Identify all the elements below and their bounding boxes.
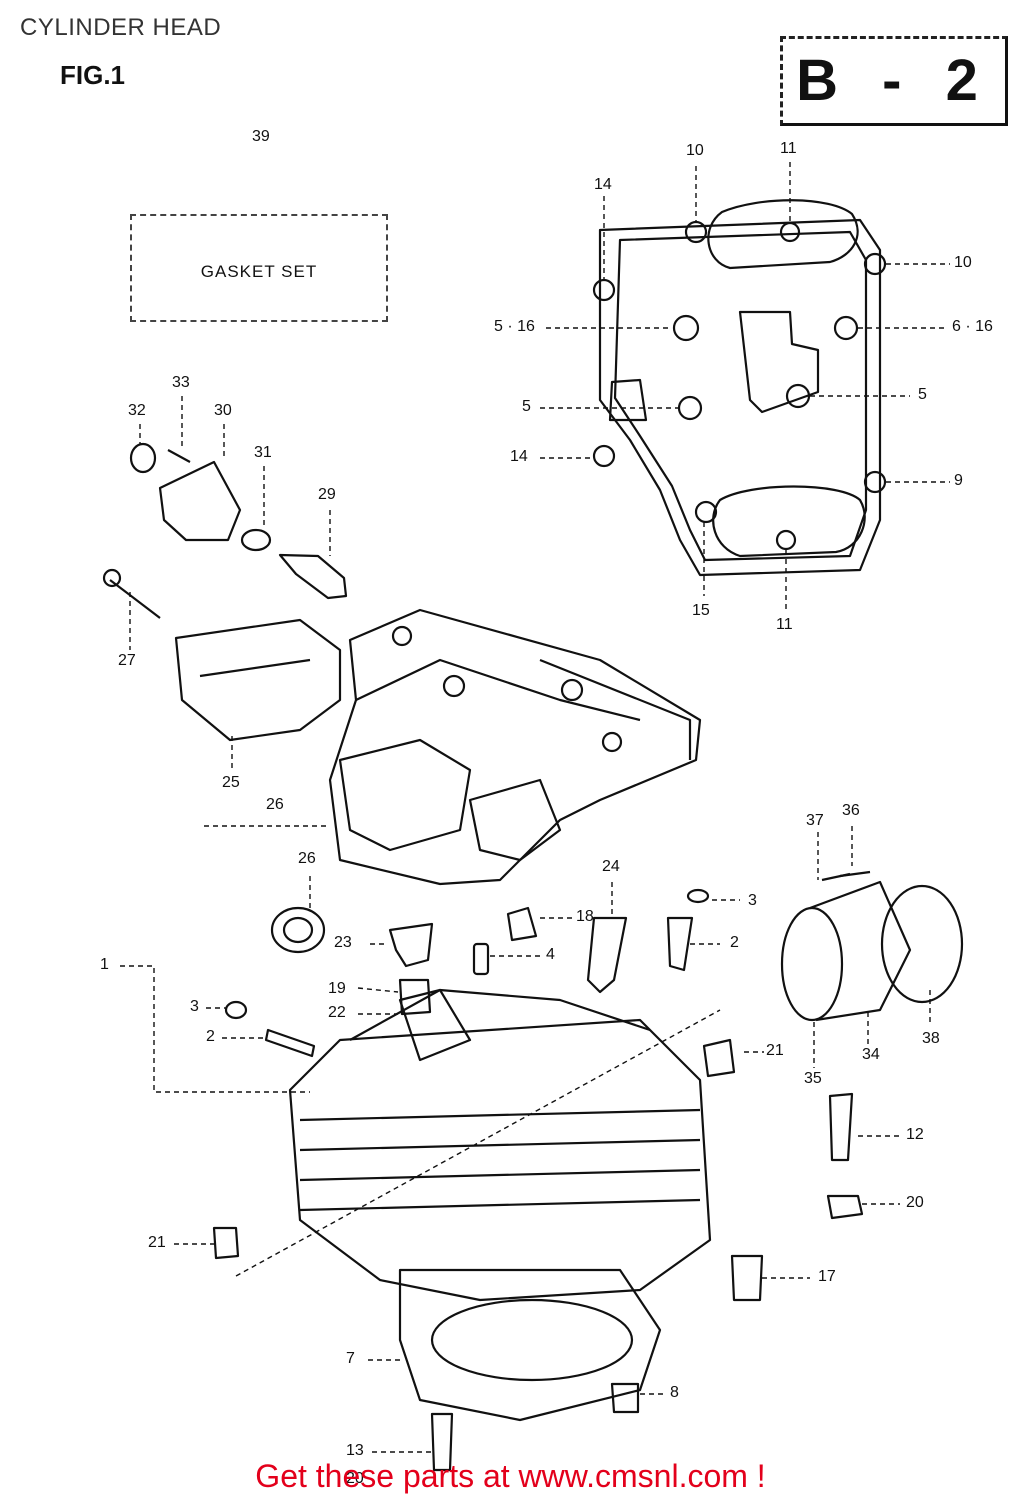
gasket-kit-number: 39 [252,128,270,145]
callout-2: 2 [730,934,739,951]
callout-26: 26 [298,850,316,867]
callout-3: 3 [748,892,757,909]
callout-32: 32 [128,402,146,419]
callout-17: 17 [818,1268,836,1285]
callout-33: 33 [172,374,190,391]
callout-19: 19 [328,980,346,997]
callout-23: 23 [334,934,352,951]
callout-3: 3 [190,998,199,1015]
callout-22: 22 [328,1004,346,1021]
section-code: B - 2 [796,48,992,113]
callout-7: 7 [346,1350,355,1367]
shop-watermark-link[interactable]: Get these parts at www.cmsnl.com ! [255,1458,766,1494]
intake-pipe[interactable] [780,870,964,1022]
callout-2: 2 [206,1028,215,1045]
cylinder-head[interactable] [328,608,702,886]
leader-lines [120,162,950,1453]
callout-15: 15 [692,602,710,619]
callout-26: 26 [266,796,284,813]
callout-37: 37 [806,812,824,829]
callout-11: 11 [780,140,797,157]
studs-and-nuts[interactable] [212,978,864,1472]
callout-20: 20 [346,1470,364,1487]
callout-13: 13 [346,1442,364,1459]
callout-36: 36 [842,802,860,819]
callout-34: 34 [862,1046,880,1063]
page-title: CYLINDER HEAD [20,14,222,41]
gasket-kit-box[interactable]: GASKET SET [130,214,388,322]
callout-11: 11 [776,616,793,633]
callout-5-16: 5 · 16 [494,318,535,335]
callout-27: 27 [118,652,136,669]
small-seals-and-caps[interactable] [270,888,710,994]
callout-4: 4 [546,946,555,963]
callout-1: 1 [100,956,109,973]
head-gasket-plate[interactable] [592,199,887,577]
callout-38: 38 [922,1030,940,1047]
callout-5: 5 [522,398,531,415]
callout-9: 9 [954,472,963,489]
callout-6-16: 6 · 16 [952,318,993,335]
callout-10: 10 [686,142,704,159]
callout-31: 31 [254,444,272,461]
callout-10: 10 [954,254,972,271]
callout-21: 21 [148,1234,166,1251]
cylinder[interactable] [288,988,712,1422]
callout-14: 14 [594,176,612,193]
callout-5: 5 [918,386,927,403]
callout-18: 18 [576,908,594,925]
gasket-kit-label: GASKET SET [200,262,318,281]
section-code-box: B - 2 [780,36,1008,126]
callout-30: 30 [214,402,232,419]
callout-14: 14 [510,448,528,465]
callout-8: 8 [670,1384,679,1401]
callout-35: 35 [804,1070,822,1087]
cam-cover[interactable] [102,568,342,742]
callout-25: 25 [222,774,240,791]
callout-12: 12 [906,1126,924,1143]
callout-29: 29 [318,486,336,503]
callout-20: 20 [906,1194,924,1211]
callout-21: 21 [766,1042,784,1059]
callout-24: 24 [602,858,620,875]
breather-parts[interactable] [129,442,348,600]
figure-label: FIG.1 [60,60,126,90]
